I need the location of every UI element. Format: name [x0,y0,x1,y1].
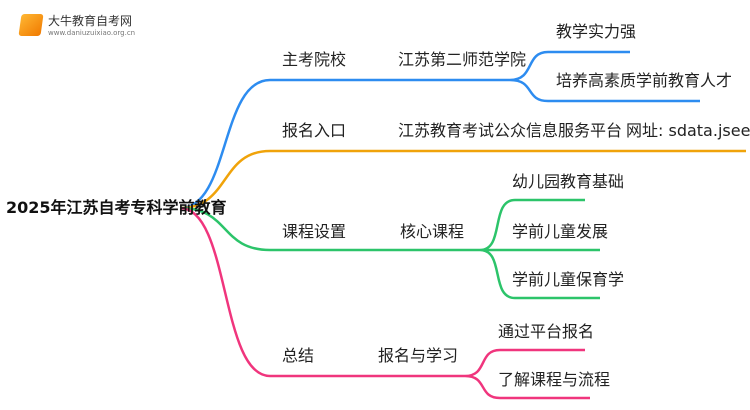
sub-node: 江苏第二师范学院 [398,50,527,69]
logo-url: www.daniuzuixiao.org.cn [48,29,136,37]
branch-label: 总结 [282,346,315,365]
leaf-node: 幼儿园教育基础 [512,172,625,191]
root-node: 2025年江苏自考专科学前教育 [6,198,227,217]
branch-label: 课程设置 [282,222,347,241]
leaf-node: 教学实力强 [556,22,637,41]
sub-node: 江苏教育考试公众信息服务平台 [398,121,623,140]
branch-line-blue [179,50,700,210]
logo-name: 大牛教育自考网 [48,14,133,28]
leaf-node: 学前儿童保育学 [512,270,625,289]
leaf-node: 培养高素质学前教育人才 [556,71,733,90]
website-url: 网址: sdata.jseea.cn [626,121,750,140]
branch-line-green [179,198,600,300]
leaf-node: 了解课程与流程 [498,370,611,389]
leaf-node: 学前儿童发展 [512,222,609,241]
sub-node: 核心课程 [400,222,465,241]
branch-line-orange [179,149,746,210]
branch-label: 主考院校 [282,50,347,69]
leaf-node: 通过平台报名 [498,322,595,341]
logo: 大牛教育自考网 www.daniuzuixiao.org.cn [18,12,136,37]
branch-line-pink [179,206,590,400]
branch-label: 报名入口 [282,121,347,140]
sub-node: 报名与学习 [378,346,459,365]
